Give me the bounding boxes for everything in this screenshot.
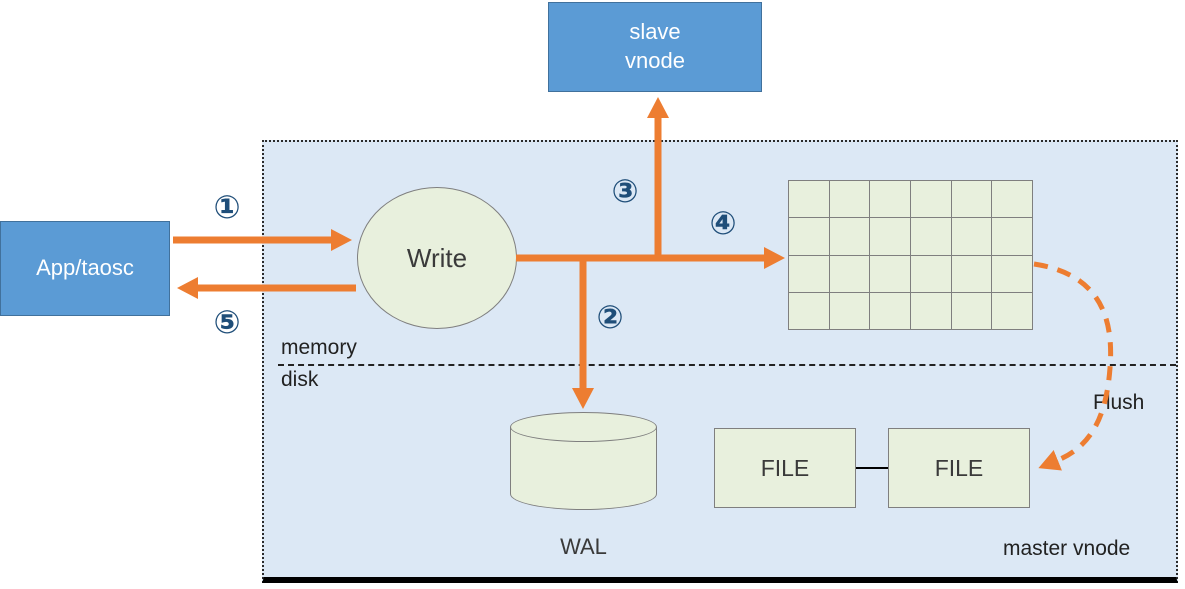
mem-table-cell — [992, 181, 1033, 219]
file-box-left: FILE — [714, 428, 856, 508]
mem-table-cell — [911, 255, 952, 293]
mem-table-cell — [911, 292, 952, 330]
step-2-badge: ② — [596, 298, 624, 336]
mem-table-cell — [870, 181, 911, 219]
mem-table-cell — [870, 255, 911, 293]
step-4-badge: ④ — [709, 204, 737, 242]
slave-vnode-label-line1: slave — [629, 19, 681, 45]
file-box-right: FILE — [888, 428, 1030, 508]
wal-cylinder-top — [510, 412, 657, 442]
mem-table-cell — [829, 255, 871, 293]
wal-label: WAL — [560, 534, 607, 559]
mem-table-cell — [789, 218, 830, 256]
mem-table — [788, 180, 1033, 330]
mem-table-cell — [829, 292, 871, 330]
mem-table-cell — [789, 181, 830, 219]
mem-table-cell — [951, 181, 993, 219]
file-connector-line — [856, 467, 888, 469]
step-5-badge: ⑤ — [213, 303, 241, 341]
app-taosc-box: App/taosc — [0, 221, 170, 316]
mem-table-cell — [870, 292, 911, 330]
app-taosc-label: App/taosc — [36, 255, 134, 281]
write-label: Write — [406, 242, 468, 273]
file-right-label: FILE — [934, 454, 984, 481]
mem-table-cell — [951, 218, 993, 256]
step-1-badge: ① — [213, 188, 241, 226]
mem-table-cell — [992, 218, 1033, 256]
mem-table-cell — [911, 218, 952, 256]
mem-table-cell — [951, 292, 993, 330]
wal-cylinder — [510, 412, 657, 510]
flush-label: Flush — [1093, 391, 1145, 414]
mem-table-cell — [829, 181, 871, 219]
write-node: Write — [357, 187, 517, 329]
master-vnode-label: master vnode — [1003, 537, 1131, 560]
mem-table-cell — [992, 292, 1033, 330]
mem-table-cell — [789, 292, 830, 330]
mem-table-cell — [992, 255, 1033, 293]
mem-table-cell — [911, 181, 952, 219]
slave-vnode-box: slave vnode — [548, 2, 762, 92]
mem-table-cell — [829, 218, 871, 256]
mem-table-cell — [951, 255, 993, 293]
slave-vnode-label-line2: vnode — [625, 48, 685, 73]
file-left-label: FILE — [760, 454, 810, 481]
memory-disk-divider — [278, 364, 1176, 366]
mem-table-cell — [789, 255, 830, 293]
mem-table-cell — [870, 218, 911, 256]
step-3-badge: ③ — [611, 172, 639, 210]
memory-label: memory — [281, 336, 357, 359]
disk-label: disk — [281, 368, 319, 391]
